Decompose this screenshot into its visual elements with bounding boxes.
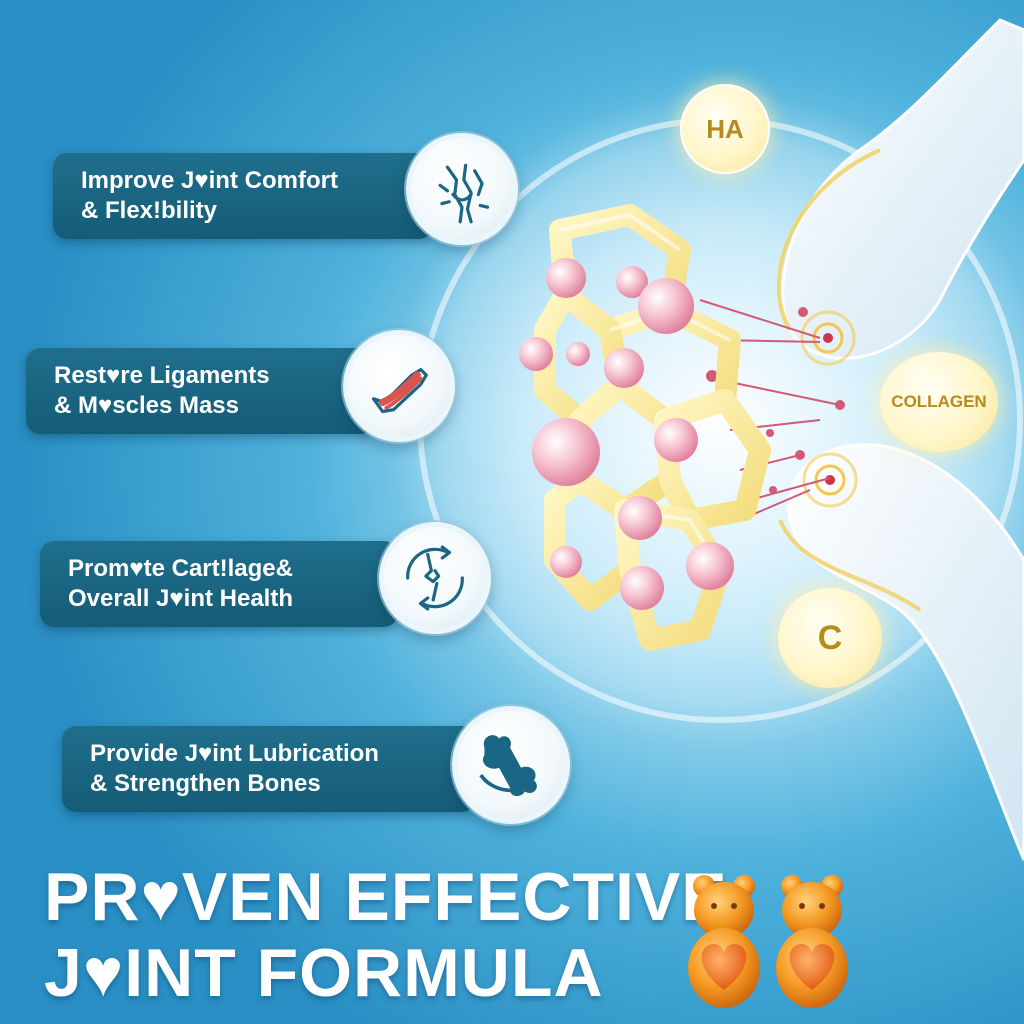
benefit-line2: & Flex!bility <box>81 197 218 224</box>
vitamin-c-bubble: C <box>778 588 882 688</box>
knee-joint-cycle-icon <box>379 522 491 634</box>
benefit-line1: Rest♥re Ligaments <box>54 362 270 389</box>
benefit-lubrication: Provide J♥int Lubrication & Strengthen B… <box>62 726 476 812</box>
headline-line1: PR♥VEN EFFECTIVE <box>44 859 728 935</box>
benefit-line1: Prom♥te Cart!lage& <box>68 555 293 582</box>
bone-icon <box>452 706 570 824</box>
benefit-line1: Provide J♥int Lubrication <box>90 740 379 767</box>
muscle-icon <box>343 330 455 442</box>
headline-line2: J♥INT FORMULA <box>44 935 604 1011</box>
hand-joint-icon <box>406 133 518 245</box>
benefit-line1: Improve J♥int Comfort <box>81 167 338 194</box>
benefit-ligaments: Rest♥re Ligaments & M♥scles Mass <box>26 348 376 434</box>
benefit-line2: Overall J♥int Health <box>68 585 293 612</box>
gummy-bears-image <box>688 875 848 1008</box>
ha-bubble: HA <box>680 84 770 174</box>
benefit-line2: & M♥scles Mass <box>54 392 240 419</box>
benefit-joint-comfort: Improve J♥int Comfort & Flex!bility <box>53 153 433 239</box>
benefit-cartilage: Prom♥te Cart!lage& Overall J♥int Health <box>40 541 398 627</box>
benefit-line2: & Strengthen Bones <box>90 770 321 797</box>
collagen-bubble: COLLAGEN <box>880 352 998 452</box>
